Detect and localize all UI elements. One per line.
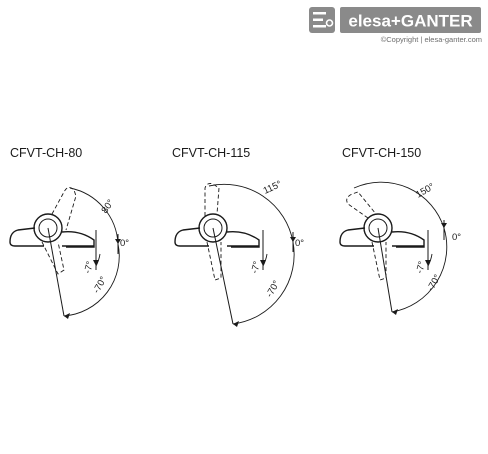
angle-label-minus7: -7°	[249, 260, 263, 275]
model-title-cfvt-ch-115: CFVT-CH-115	[172, 146, 251, 160]
angle-label-minus7: -7°	[82, 260, 96, 275]
model-title-cfvt-ch-80: CFVT-CH-80	[10, 146, 83, 160]
angle-label-zero: 0°	[452, 232, 461, 243]
lever-position-dashed	[346, 191, 387, 281]
angle-arcs	[353, 181, 448, 315]
copyright-notice: ©Copyright | elesa-ganter.com	[380, 35, 482, 44]
model-title-cfvt-ch-150: CFVT-CH-150	[342, 146, 422, 160]
angle-label-open: 150°	[414, 181, 437, 200]
rotation-diagram-cfvt-ch-80: 80° 0° -7° -70°	[9, 187, 129, 319]
angle-label-minus70: -70°	[425, 273, 443, 294]
latch-body	[339, 213, 425, 248]
angle-label-zero: 0°	[120, 238, 129, 249]
rotation-diagram-cfvt-ch-115: 115° 0° -7° -70°	[174, 179, 304, 327]
angle-label-open: 115°	[262, 179, 284, 197]
angle-label-open: 80°	[99, 197, 116, 215]
logo-wordmark: elesa+GANTER	[348, 12, 472, 31]
angle-arcs	[208, 183, 296, 327]
brand-badge-icon	[309, 7, 335, 33]
latch-body	[174, 213, 260, 248]
lever-position-dashed	[41, 187, 77, 275]
angle-arcs	[47, 187, 121, 319]
angle-label-minus70: -70°	[264, 279, 282, 300]
angle-label-zero: 0°	[295, 238, 304, 249]
lever-position-dashed	[204, 183, 222, 281]
elesa-ganter-logo: elesa+GANTER	[309, 7, 481, 33]
rotation-diagram-cfvt-ch-150: 150° 0° -7° -70°	[339, 181, 461, 315]
angle-label-minus7: -7°	[414, 260, 428, 275]
latch-body	[9, 213, 95, 248]
